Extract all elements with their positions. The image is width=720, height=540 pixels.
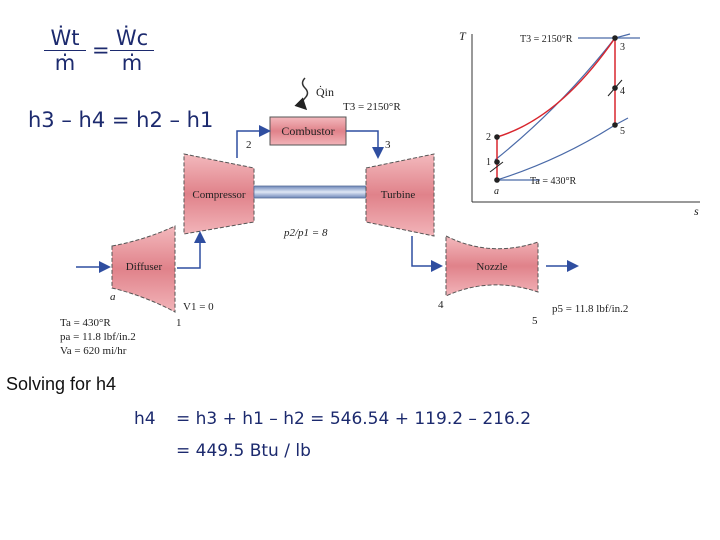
state-1-label: 1 [176, 317, 182, 329]
heat-input-label: Q̇in [316, 85, 334, 99]
ts-t3-label: T3 = 2150°R [520, 34, 573, 45]
diffuser-label: Diffuser [126, 261, 163, 273]
state-3-label: 3 [385, 139, 391, 151]
inlet-pa-label: pa = 11.8 lbf/in.2 [60, 331, 136, 343]
high-pressure-isobar [494, 33, 631, 161]
flow-to-turbine [346, 130, 384, 159]
compressor-work-fraction: Ẇc ṁ [110, 26, 154, 75]
state-4-label: 4 [438, 299, 444, 311]
turbine-label: Turbine [381, 189, 416, 201]
flow-to-compressor [177, 231, 206, 269]
compressor-label: Compressor [192, 189, 246, 201]
shaft [253, 185, 367, 199]
equals-sign: = [92, 38, 110, 62]
point-1-label: 1 [486, 157, 491, 168]
process-2-3 [496, 37, 616, 138]
state-a-label: a [110, 291, 116, 303]
nozzle-body [445, 235, 539, 297]
low-pressure-isobar [496, 117, 629, 181]
ts-diagram: T s T3 = 2150°R Ta = 430°R 3 4 5 2 1 a [459, 29, 700, 218]
pressure-ratio-label: p2/p1 = 8 [283, 227, 328, 239]
point-2-label: 2 [486, 132, 491, 143]
turbine-work-fraction: Ẇt ṁ [44, 26, 86, 75]
compressor-work-numerator: Ẇc [110, 26, 154, 51]
mass-flow-denominator-2: ṁ [121, 51, 143, 75]
point-a-label: a [494, 186, 499, 197]
heat-input-arrow [294, 77, 309, 111]
state-5-label: 5 [532, 315, 538, 327]
solution-lhs: h4 [134, 409, 156, 429]
point-3-label: 3 [620, 42, 625, 53]
inlet-ta-label: Ta = 430°R [60, 317, 111, 329]
mass-flow-denominator: ṁ [54, 51, 76, 75]
solution-line-1: = h3 + h1 – h2 = 546.54 + 119.2 – 216.2 [176, 409, 532, 429]
turbine-work-numerator: Ẇt [44, 26, 86, 51]
compressor-body [183, 153, 255, 235]
point-5-label: 5 [620, 126, 625, 137]
solution-line-2: = 449.5 Btu / lb [176, 441, 311, 461]
point-3 [612, 35, 618, 41]
p5-label: p5 = 11.8 lbf/in.2 [552, 303, 628, 315]
combustor-label: Combustor [281, 124, 334, 138]
flow-to-nozzle [411, 236, 443, 272]
ts-x-axis-label: s [694, 204, 699, 218]
ts-y-axis-label: T [459, 29, 467, 43]
point-4 [612, 85, 618, 91]
point-1 [494, 159, 500, 165]
ts-ta-label: Ta = 430°R [530, 176, 576, 187]
nozzle-label: Nozzle [476, 261, 507, 273]
point-a [494, 177, 500, 183]
point-2 [494, 134, 500, 140]
point-4-label: 4 [620, 86, 625, 97]
work-ratio-equation: Ẇt ṁ = Ẇc ṁ [44, 26, 164, 78]
inlet-va-label: Va = 620 mi/hr [60, 345, 127, 357]
energy-balance-equation: h3 – h4 = h2 – h1 [28, 108, 214, 132]
solving-caption: Solving for h4 [6, 374, 117, 394]
state-2-label: 2 [246, 139, 252, 151]
diffuser-body [111, 225, 176, 313]
flow-to-combustor [236, 125, 271, 158]
diffuser-arrow-ts [489, 161, 504, 173]
combustor-temp-label: T3 = 2150°R [343, 101, 401, 113]
v1-label: V1 = 0 [183, 301, 214, 313]
turbine-body [365, 153, 435, 237]
point-5 [612, 122, 618, 128]
